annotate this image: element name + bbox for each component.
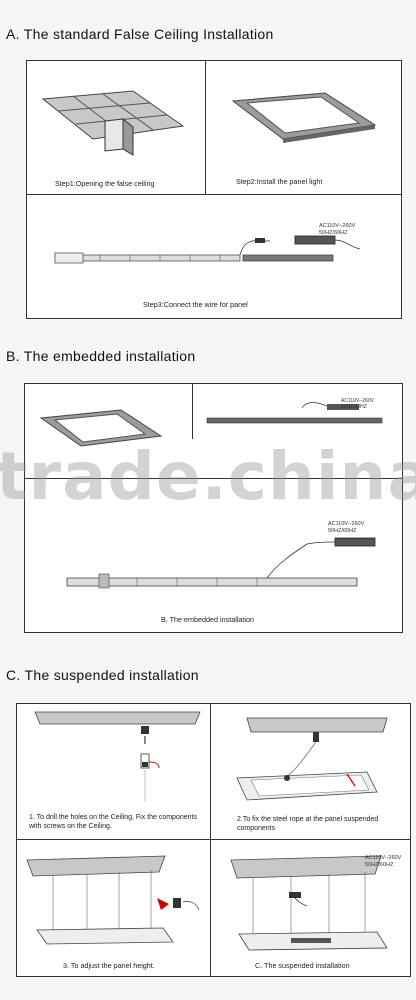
driver-voltage-text: AC110V--260V xyxy=(365,855,402,861)
false-ceiling-grid-illustration xyxy=(41,90,185,156)
section-c-title: C. The suspended installation xyxy=(6,667,199,683)
suspended-panel-illustration xyxy=(230,855,388,951)
section-a-title: A. The standard False Ceiling Installati… xyxy=(6,26,274,42)
step2-caption: Step2:Install the panel light xyxy=(236,177,323,186)
section-b-title: B. The embedded installation xyxy=(6,348,196,364)
driver-voltage-text: AC110V--260V xyxy=(319,223,356,229)
divider xyxy=(27,194,401,195)
driver-small-label: AC110V--260V 50HZ/60HZ xyxy=(341,398,374,410)
divider xyxy=(192,384,193,439)
driver-voltage-label: AC110V--260V 50HZ/60HZ xyxy=(365,855,401,868)
driver-voltage-label: AC110V--260V 50HZ/60HZ xyxy=(319,223,355,236)
divider xyxy=(210,704,211,976)
step-c2-caption: 2.To fix the steel rope at the panel sus… xyxy=(237,816,379,832)
steel-rope-illustration xyxy=(236,717,388,801)
driver-voltage-text: AC110V--260V xyxy=(328,521,365,527)
section-a-frame: Step1:Opening the false ceiling Step2:In… xyxy=(26,60,402,319)
step-c4-caption: C. The suspended installation xyxy=(255,961,350,970)
step-c3-caption: 3. To adjust the panel height. xyxy=(63,961,155,970)
embedded-wire-illustration xyxy=(66,537,376,589)
divider xyxy=(17,839,410,840)
ceiling-drill-illustration xyxy=(34,711,201,802)
embedded-panel-illustration xyxy=(39,409,163,447)
driver-frequency-text: 50HZ/60HZ xyxy=(365,861,394,868)
divider xyxy=(25,478,402,479)
wire-connection-illustration xyxy=(54,235,361,264)
driver-frequency-text: 50HZ/60HZ xyxy=(328,527,357,534)
panel-light-illustration xyxy=(231,92,377,143)
adjust-height-illustration xyxy=(26,855,200,945)
embedded-side-view-illustration xyxy=(206,402,383,424)
driver-voltage-text: AC110V--260V xyxy=(341,398,374,404)
step-c1-caption: 1. To drill the holes on the Ceiling, Fi… xyxy=(29,814,197,830)
embedded-caption: B. The embedded installation xyxy=(161,615,254,624)
driver-voltage-label: AC110V--260V 50HZ/60HZ xyxy=(328,521,364,534)
step1-caption: Step1:Opening the false ceiling xyxy=(55,179,155,188)
driver-frequency-text: 50HZ/60HZ xyxy=(341,403,367,410)
section-b-frame: AC110V--260V 50HZ/60HZ AC110V--260V 50HZ… xyxy=(24,383,403,633)
step3-caption: Step3:Connect the wire for panel xyxy=(143,300,248,309)
divider xyxy=(205,61,206,194)
driver-frequency-text: 50HZ/60HZ xyxy=(319,229,348,236)
section-c-frame: 1. To drill the holes on the Ceiling, Fi… xyxy=(16,703,411,977)
